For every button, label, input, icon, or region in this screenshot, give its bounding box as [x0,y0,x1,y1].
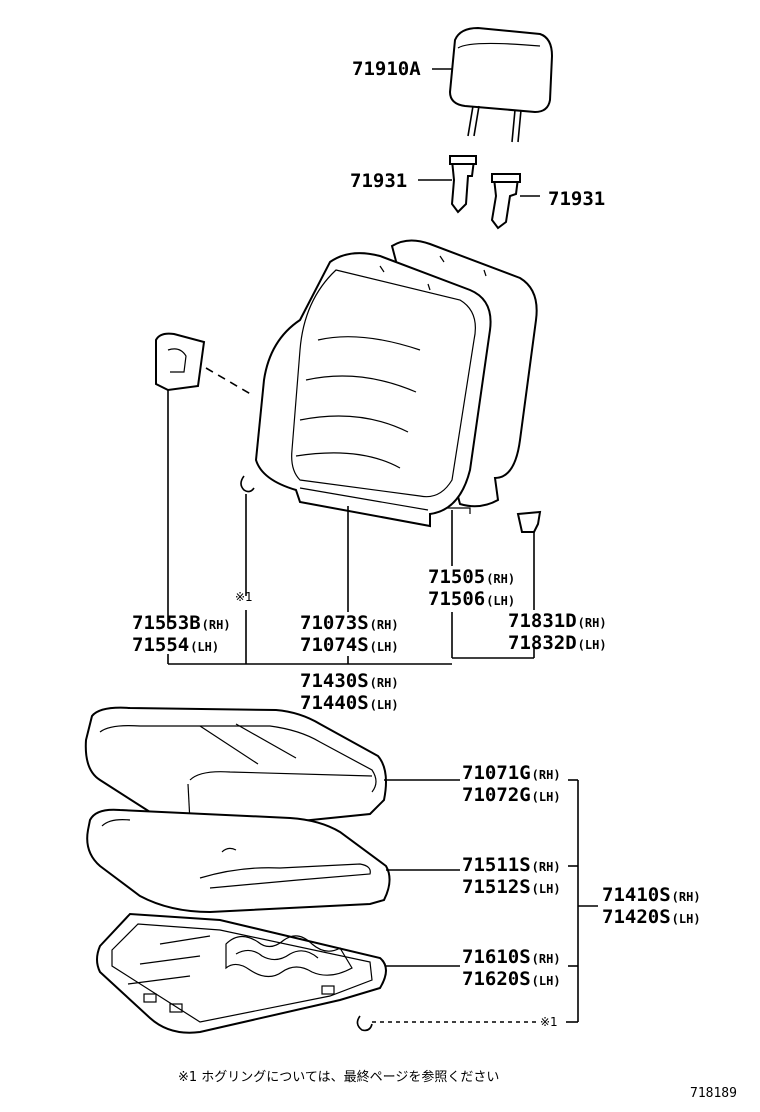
label-knob-rh: 71831D(RH) [508,610,607,632]
label-headrest: 71910A [352,58,421,80]
label-support-left: 71931 [350,170,408,192]
label-back-pad-lh: 71506(LH) [428,588,516,610]
label-back-cover-rh: 71073S(RH) [300,612,399,634]
footnote: ※1 ホグリングについては、最終ページを参照ください [178,1070,500,1085]
small-parts-drawing [240,475,542,1032]
seat-back-drawing [254,239,538,528]
diagram-id: 718189 [690,1086,737,1101]
label-cushion-frame-lh: 71620S(LH) [462,968,561,990]
label-knob-lh: 71832D(LH) [508,632,607,654]
label-back-assy-rh: 71430S(RH) [300,670,399,692]
cushion-bracket-lines [372,779,598,1023]
support-drawings [418,155,540,230]
label-support-right: 71931 [548,188,606,210]
headrest-drawing [432,26,554,143]
cushion-cover-drawing [84,706,460,832]
label-cover-rh: 71553B(RH) [132,612,231,634]
label-cushion-frame-rh: 71610S(RH) [462,946,561,968]
label-cushion-assy-lh: 71420S(LH) [602,906,701,928]
seat-back-leader-lines [167,390,535,665]
label-back-cover-lh: 71074S(LH) [300,634,399,656]
label-back-pad-rh: 71505(RH) [428,566,516,588]
side-cover-drawing [155,332,255,397]
label-cushion-pad-rh: 71511S(RH) [462,854,561,876]
cushion-pad-drawing [86,808,460,914]
label-cushion-cover-lh: 71072G(LH) [462,784,561,806]
label-cover-lh: 71554(LH) [132,634,220,656]
label-cushion-cover-rh: 71071G(RH) [462,762,561,784]
label-cushion-assy-rh: 71410S(RH) [602,884,701,906]
cushion-frame-drawing [96,912,460,1034]
label-cushion-pad-lh: 71512S(LH) [462,876,561,898]
hog-ring-mark-2: ※1 [540,1015,558,1029]
label-back-assy-lh: 71440S(LH) [300,692,399,714]
hog-ring-mark-1: ※1 [235,590,253,604]
